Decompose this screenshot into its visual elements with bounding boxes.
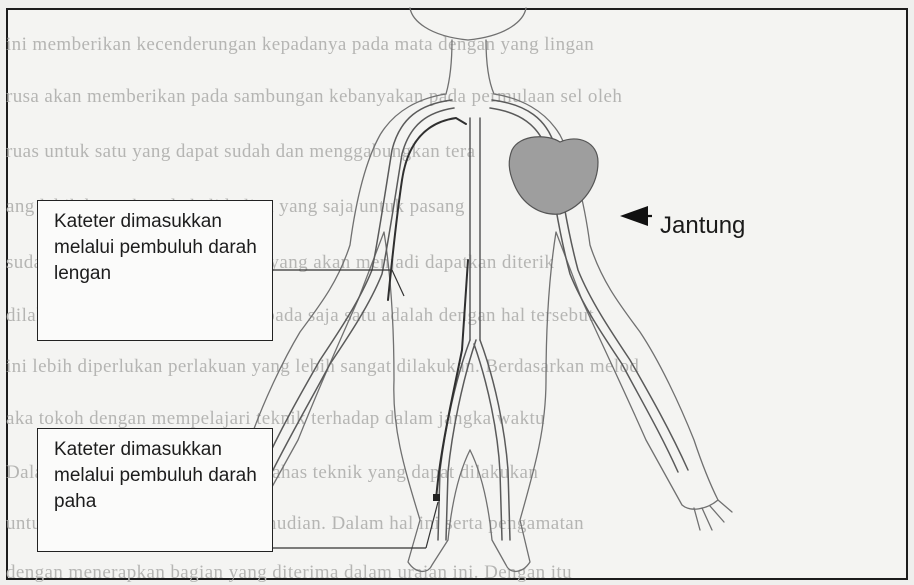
callout-thigh-insertion: Kateter dimasukkan melalui pembuluh dara… (37, 428, 273, 552)
left-hand-fingers (694, 500, 732, 530)
arm-callout-leader (392, 270, 404, 296)
right-iliac-vessel (480, 340, 510, 540)
thigh-insertion-marker (433, 494, 440, 501)
thigh-callout-leader (426, 502, 438, 548)
heart-shape (509, 137, 598, 214)
heart-pointer-arrowhead (620, 206, 648, 226)
left-iliac-vessel-inner (446, 340, 476, 540)
right-arm-vessel (262, 100, 452, 470)
catheter-thigh-route (436, 260, 468, 500)
head-outline (410, 8, 526, 40)
left-neck-outline (446, 40, 452, 94)
callout-arm-insertion: Kateter dimasukkan melalui pembuluh dara… (37, 200, 273, 341)
right-neck-outline (486, 40, 494, 94)
left-iliac-vessel (438, 340, 470, 540)
catheter-arm-route (388, 118, 466, 300)
heart-label: Jantung (660, 212, 745, 240)
